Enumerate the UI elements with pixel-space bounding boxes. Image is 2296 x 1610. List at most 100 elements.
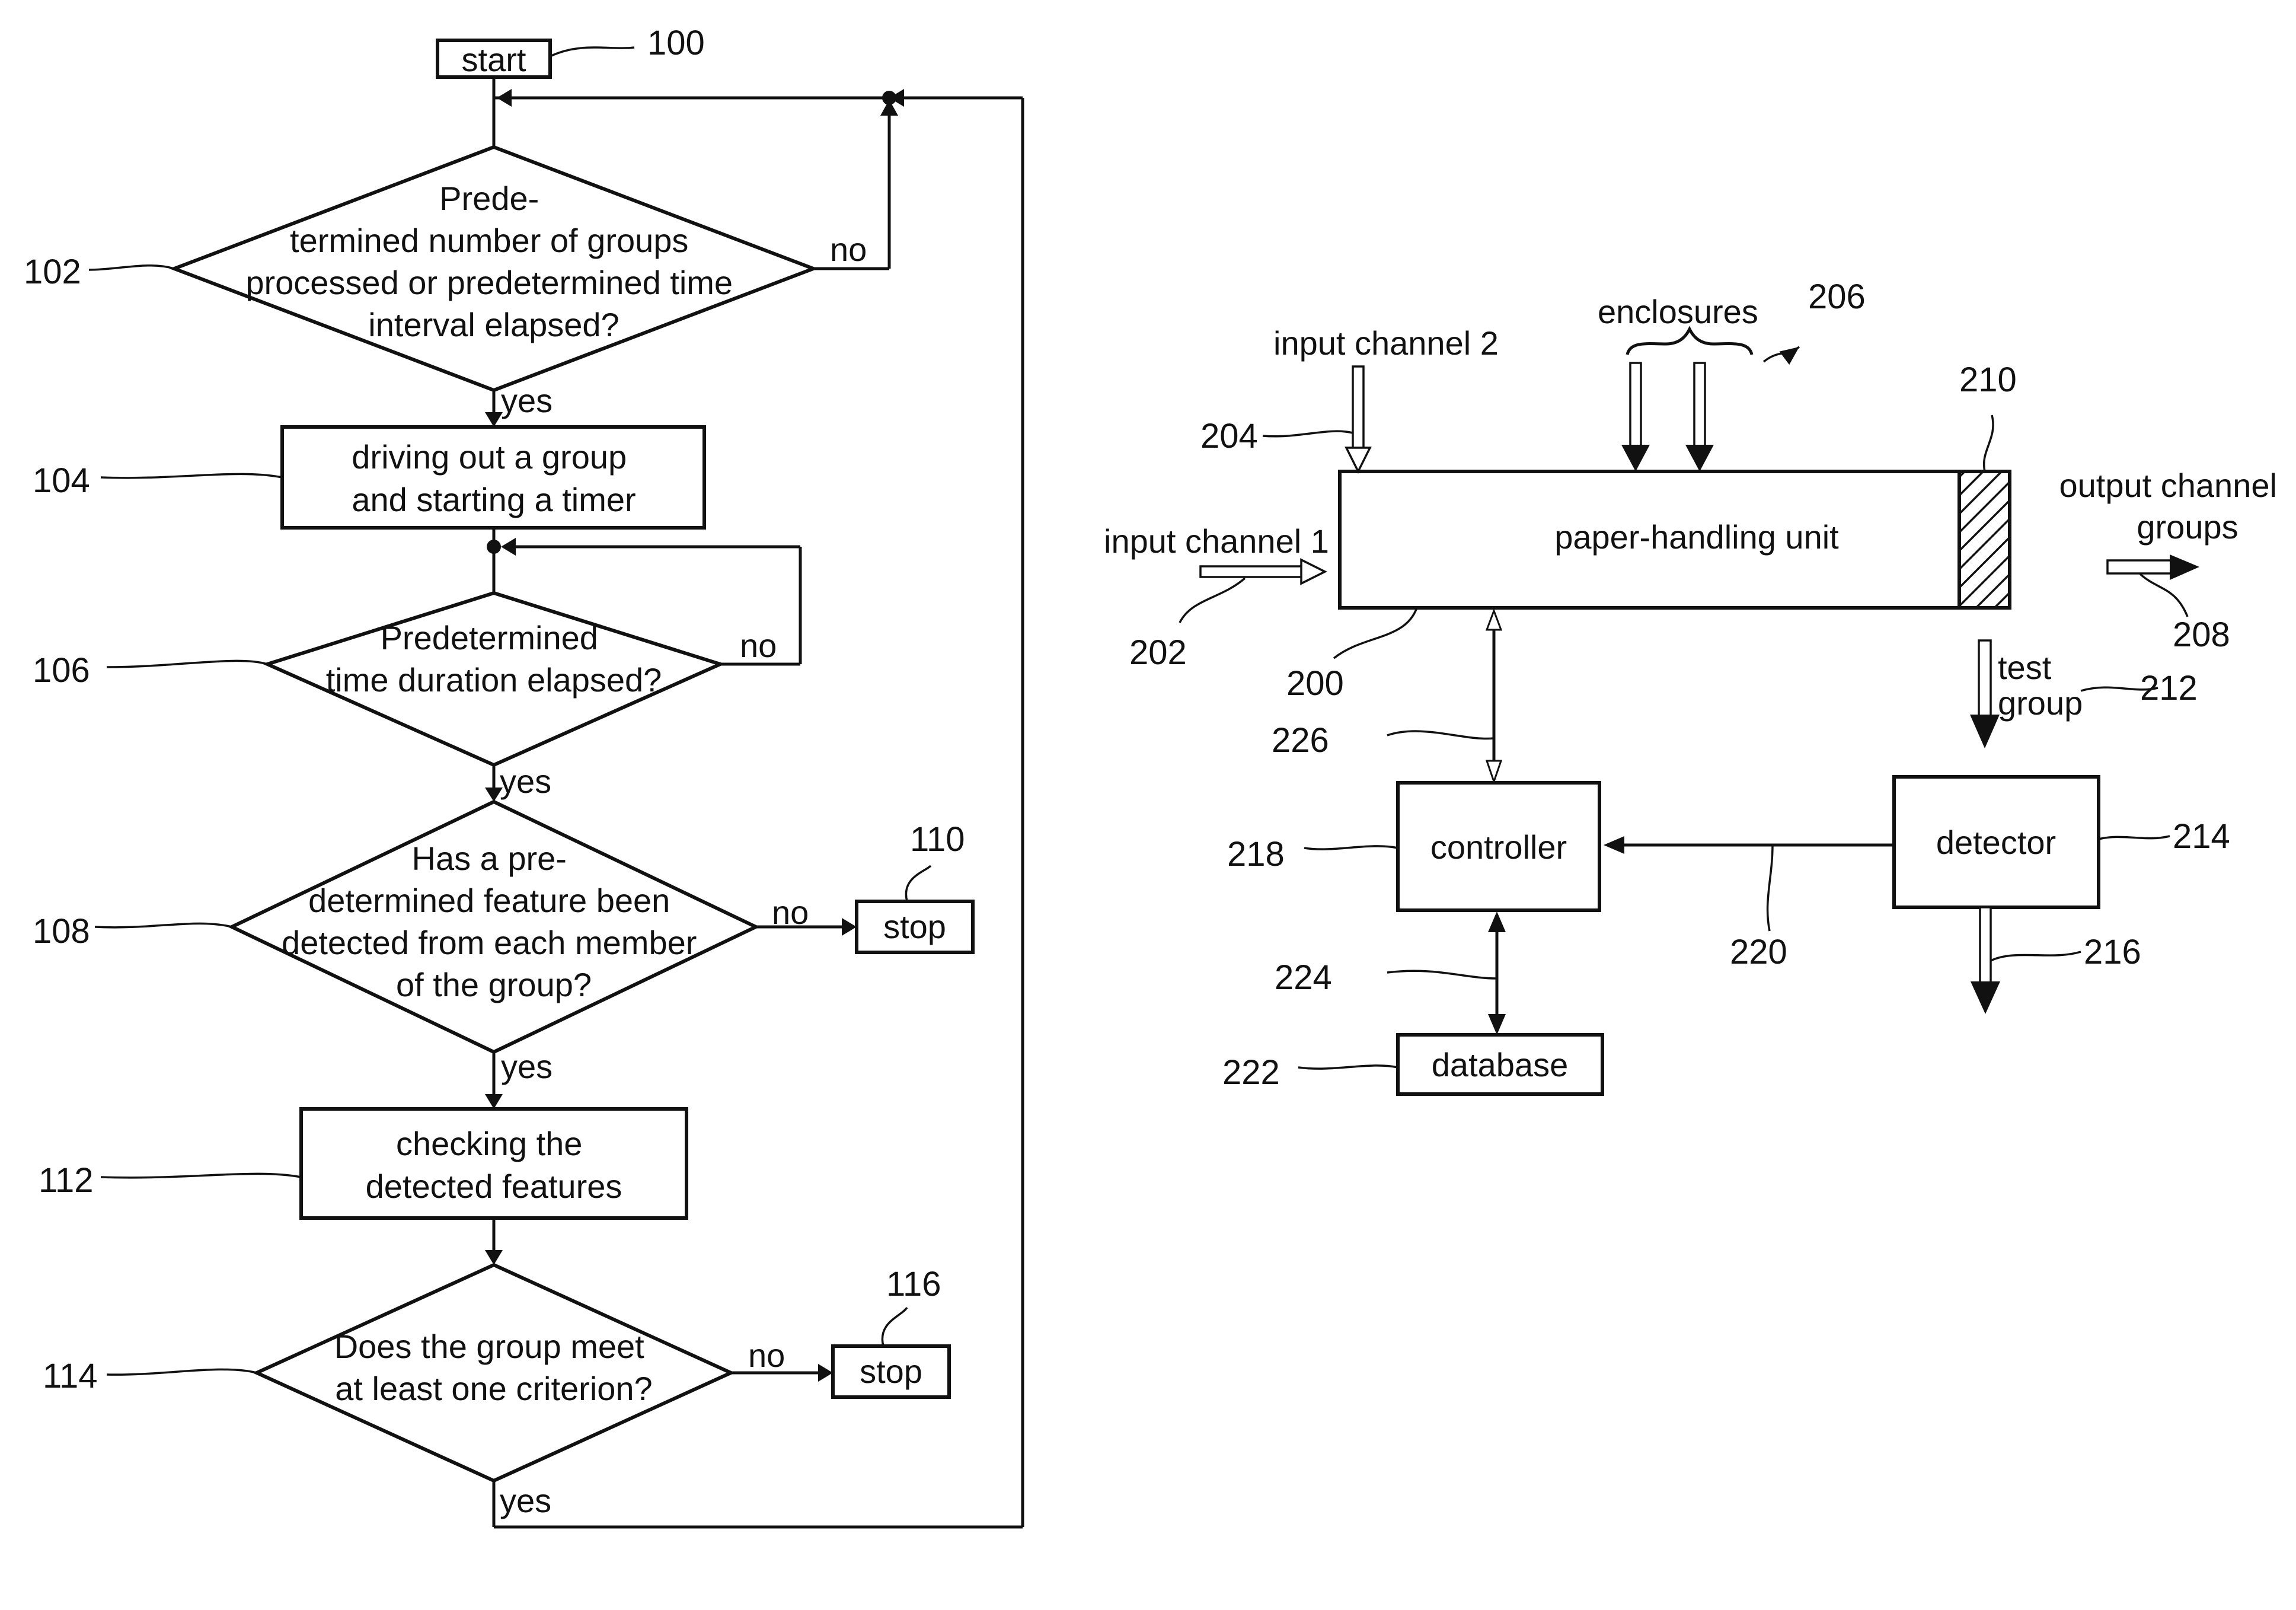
ref-206: 206 [1808, 278, 1866, 316]
link-224-head-down [1488, 1014, 1506, 1035]
leader-110 [906, 866, 931, 901]
junction-dot-106 [487, 540, 501, 554]
p104-line2: and starting a timer [352, 481, 636, 518]
output-shaft [2107, 560, 2173, 573]
leader-204 [1263, 431, 1353, 436]
d106-yes-label: yes [500, 763, 551, 800]
d102-yes-label: yes [501, 382, 553, 419]
ref-210: 210 [1959, 361, 2017, 399]
d108-line2: determined feature been [308, 882, 670, 919]
svg-text:test group: test group [1998, 649, 2083, 722]
paper-unit-label: paper-handling unit [1554, 518, 1839, 556]
link-220-head [1604, 836, 1624, 854]
arrow-112-114 [485, 1250, 503, 1265]
test-group-shaft [1979, 640, 1991, 718]
ref-100: 100 [647, 24, 705, 62]
d108-no-label: no [772, 894, 809, 931]
ref-114: 114 [43, 1357, 97, 1395]
leader-114 [107, 1369, 257, 1375]
ref-104: 104 [33, 461, 90, 500]
input1-head [1301, 560, 1325, 584]
paper-handling-unit: paper-handling unit [1340, 471, 2010, 608]
arrow-108-yes [485, 1094, 503, 1109]
leader-116 [882, 1308, 907, 1346]
process-104: driving out a group and starting a timer [282, 427, 704, 528]
leader-220 [1768, 845, 1773, 931]
leader-202 [1180, 578, 1245, 623]
junction-arrow-head [497, 89, 512, 107]
input1-shaft [1200, 566, 1304, 577]
leader-108 [95, 923, 232, 927]
input2-shaft [1353, 366, 1363, 449]
leader-102 [89, 266, 174, 270]
input1-label: input channel 1 [1104, 522, 1329, 560]
system-diagram: paper-handling unit 200 210 input channe… [1104, 278, 2286, 1094]
ref-212: 212 [2140, 669, 2198, 707]
ref-200: 200 [1286, 664, 1344, 703]
enclosures-label: enclosures [1598, 293, 1758, 330]
leader-200 [1334, 608, 1417, 658]
start-label: start [462, 41, 526, 78]
p104-line1: driving out a group [352, 438, 627, 476]
link-226-head-down [1487, 761, 1501, 782]
arrow-108-no [842, 918, 857, 936]
d106-line2: time duration elapsed? [326, 661, 662, 699]
detector-out-shaft [1980, 907, 1991, 984]
d102-no-label: no [830, 231, 867, 268]
arrow-114-no [818, 1364, 833, 1382]
leader-112 [101, 1174, 301, 1178]
enclosure-arrow-2-shaft [1694, 363, 1705, 446]
leader-208 [2140, 574, 2188, 617]
leader-218 [1304, 846, 1398, 849]
d106-line1: Predetermined [381, 619, 598, 656]
database-label: database [1432, 1046, 1568, 1083]
ref-216: 216 [2084, 933, 2141, 971]
ref-220: 220 [1730, 933, 1787, 971]
leader-222 [1298, 1066, 1398, 1069]
detector-label: detector [1936, 824, 2056, 861]
ref-110: 110 [910, 820, 965, 859]
ref-112: 112 [39, 1161, 93, 1200]
d102-line3: processed or predetermined time [245, 264, 733, 301]
controller-label: controller [1430, 828, 1567, 866]
detector-box: detector [1894, 777, 2099, 907]
process-112: checking the detected features [301, 1109, 686, 1218]
input2-label: input channel 2 [1273, 324, 1499, 362]
ref-222: 222 [1222, 1053, 1280, 1092]
enclosure-arrow-1-head [1621, 445, 1650, 471]
leader-104 [101, 474, 282, 478]
enclosures-brace [1627, 329, 1752, 355]
d114-line1: Does the group meet [334, 1328, 644, 1365]
d106-no-label: no [740, 627, 777, 664]
test-group-line2: group [1998, 684, 2083, 722]
output-line2: groups [2137, 508, 2238, 546]
d114-yes-label: yes [500, 1482, 551, 1519]
arrow-102-no [880, 100, 898, 116]
leader-106 [107, 661, 267, 667]
p112-line2: detected features [366, 1168, 622, 1205]
d102-line4: interval elapsed? [368, 306, 619, 343]
leader-210 [1984, 415, 1993, 471]
leader-214 [2099, 836, 2170, 839]
test-group-head [1970, 715, 2000, 748]
stop116-label: stop [860, 1353, 922, 1390]
link-226-head-up [1487, 611, 1501, 630]
stop110-label: stop [883, 908, 946, 945]
ref-202: 202 [1129, 633, 1187, 672]
output-line1: output channel [2059, 467, 2277, 504]
arrow-102-yes [485, 412, 503, 427]
d108-line1: Has a pre- [412, 840, 567, 877]
ref-214: 214 [2173, 817, 2230, 856]
ref-116: 116 [886, 1265, 941, 1303]
d114-line2: at least one criterion? [335, 1370, 652, 1407]
output-head [2170, 554, 2199, 580]
enclosure-arrow-2-head [1685, 445, 1714, 471]
ref-218: 218 [1227, 835, 1285, 873]
stop-110: stop [857, 901, 973, 952]
ref-208: 208 [2173, 616, 2230, 654]
d114-no-label: no [748, 1337, 785, 1374]
ref-204: 204 [1200, 417, 1258, 455]
leader-216 [1991, 952, 2081, 961]
decision-106: Predetermined time duration elapsed? [267, 593, 720, 765]
